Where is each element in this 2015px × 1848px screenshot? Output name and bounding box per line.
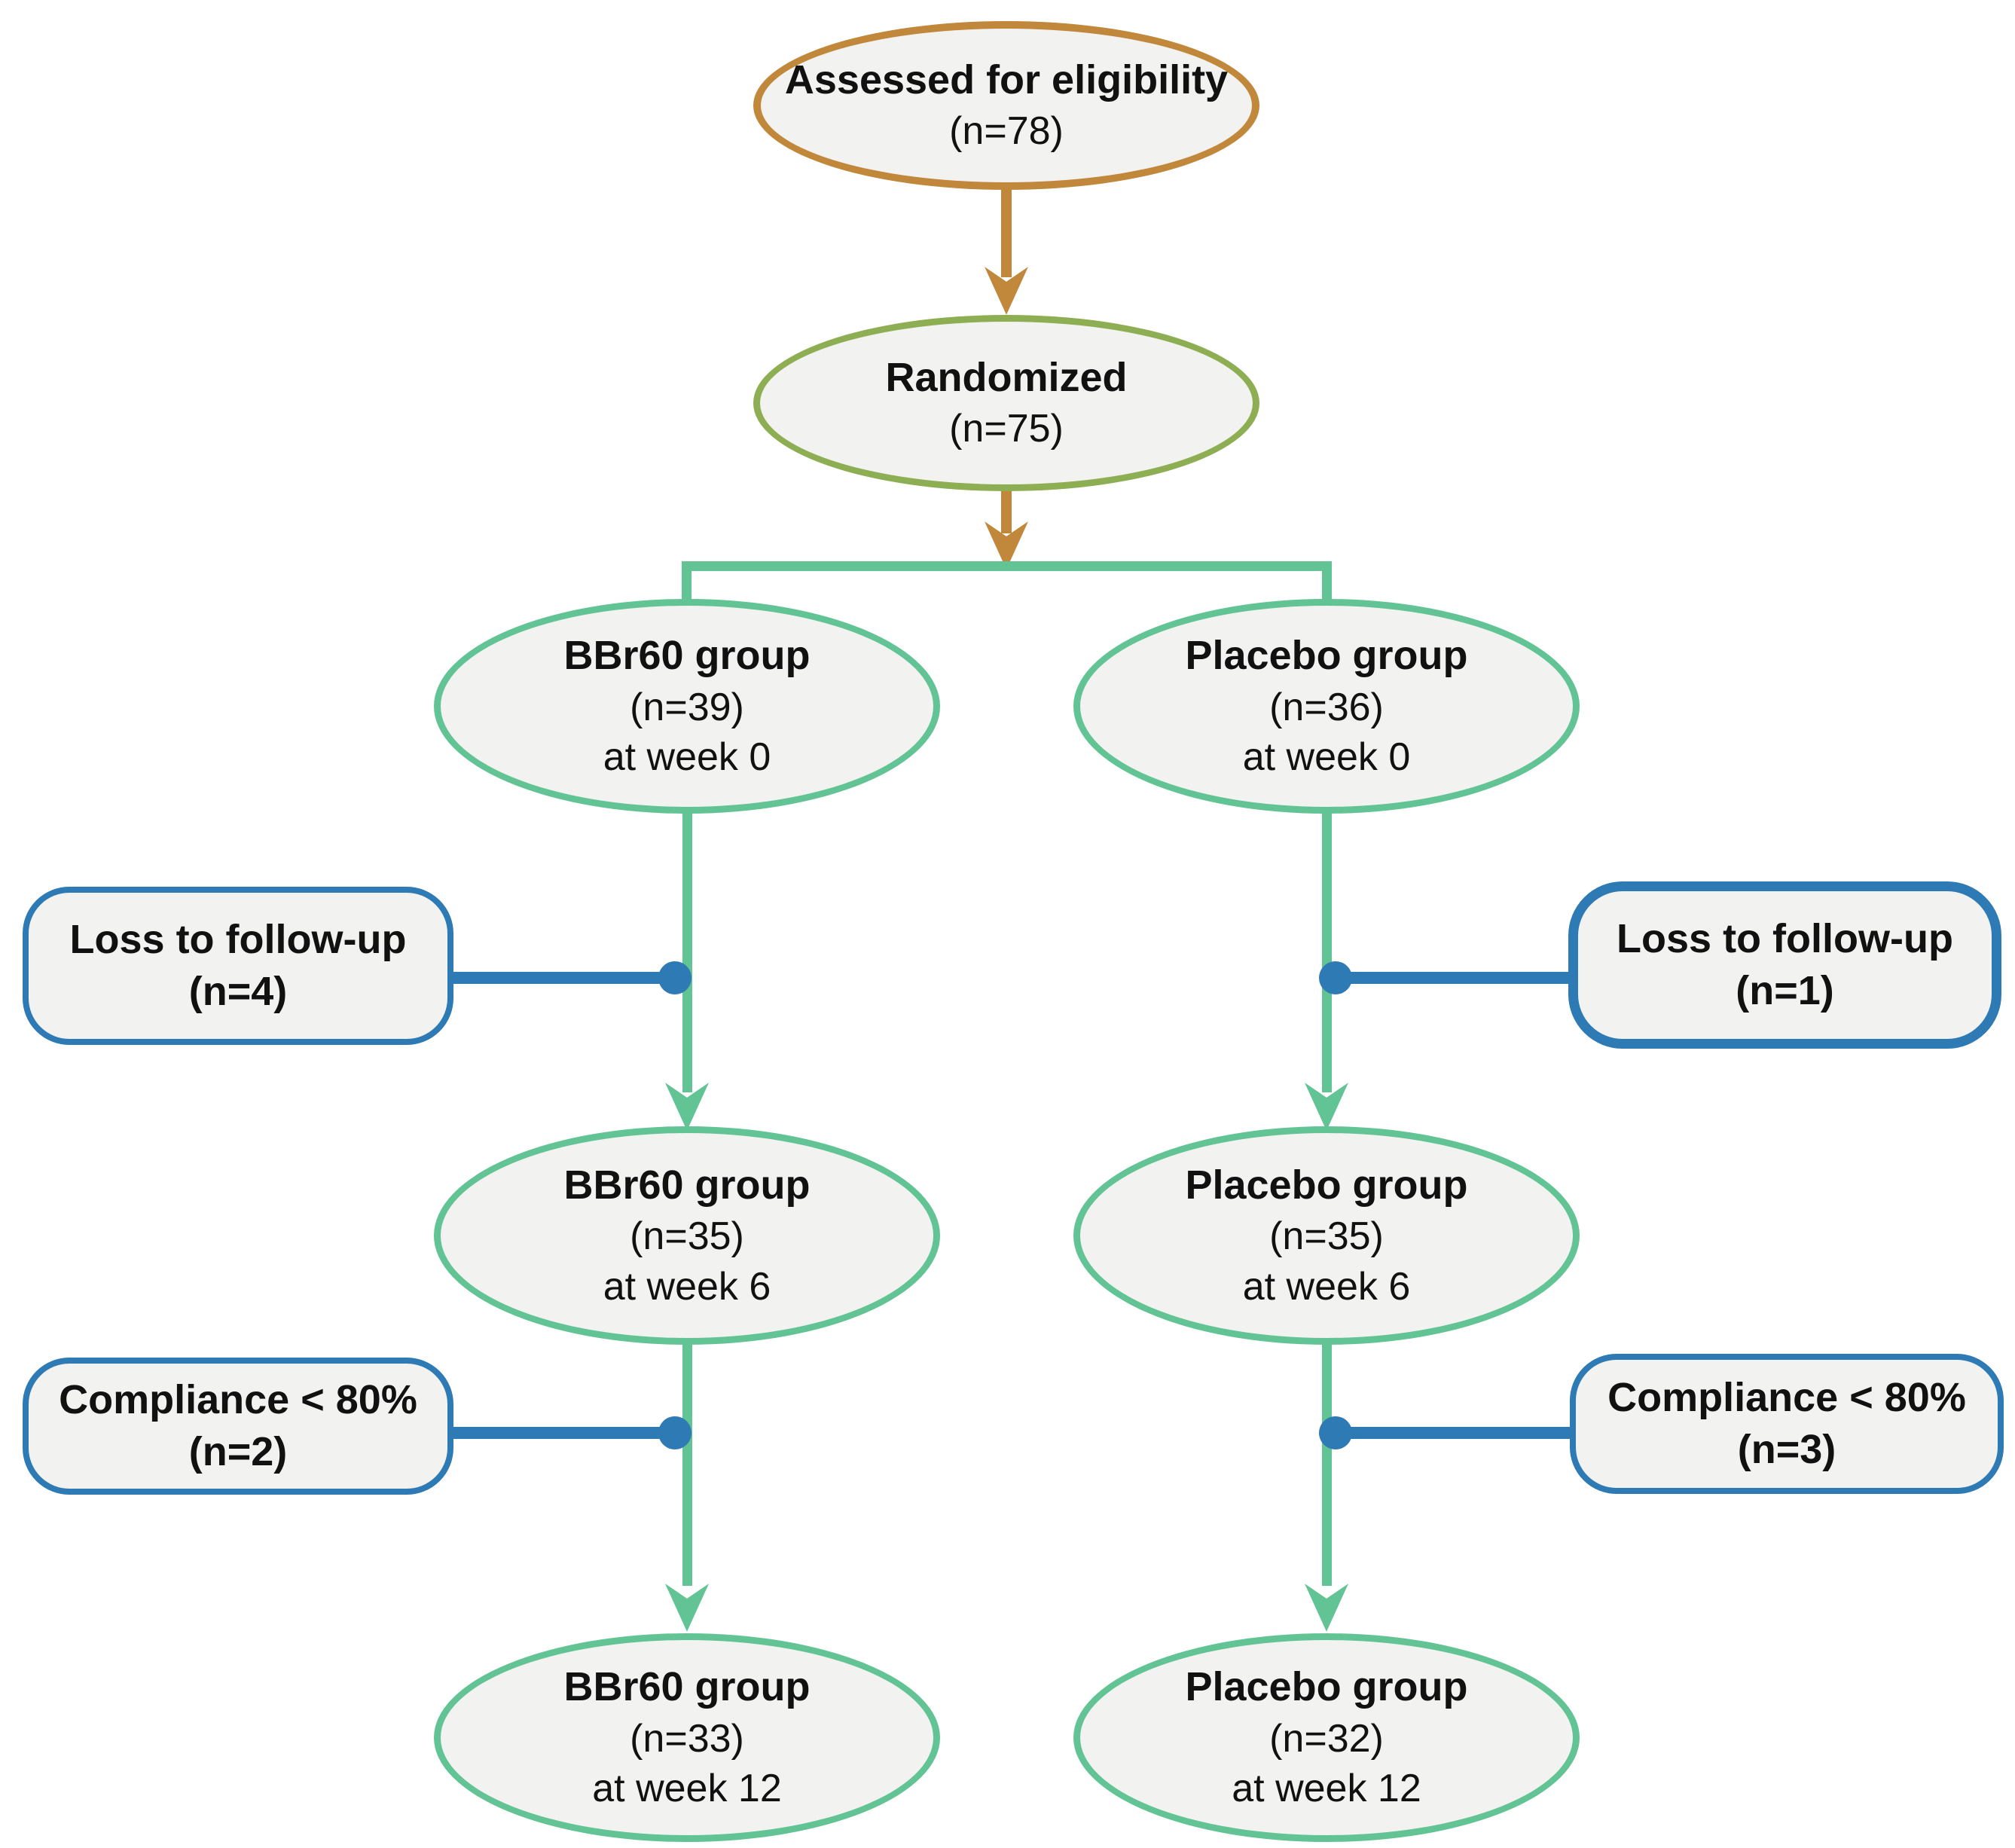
box-loss-right: Loss to follow-up (n=1) [1568,881,2001,1049]
box-loss-left-n: (n=4) [188,969,288,1014]
junction-dot-loss-left [658,961,692,994]
arrow-randomized-to-split-head-icon [985,521,1028,570]
node-bbr60-week6-n: (n=35) [630,1214,744,1258]
node-bbr60-week0-n: (n=39) [630,685,744,729]
node-placebo-week12-n: (n=32) [1269,1716,1384,1761]
node-placebo-week6: Placebo group (n=35) at week 6 [1073,1126,1580,1345]
node-placebo-week6-time: at week 6 [1242,1264,1411,1309]
line-bbr60-week0-to-week6 [682,811,692,1092]
line-placebo-week6-to-week12 [1322,1342,1332,1586]
node-assessed-title: Assessed for eligibility [784,57,1229,103]
box-loss-left: Loss to follow-up (n=4) [23,887,453,1045]
box-loss-right-title: Loss to follow-up [1617,915,1953,961]
node-bbr60-week12-title: BBr60 group [563,1664,811,1710]
node-placebo-week0-title: Placebo group [1185,633,1468,679]
box-compliance-left-title: Compliance < 80% [59,1376,417,1422]
split-stub-right [1322,561,1332,606]
node-randomized-title: Randomized [885,355,1128,401]
box-loss-left-title: Loss to follow-up [69,916,407,962]
box-compliance-right: Compliance < 80% (n=3) [1570,1354,2004,1494]
arrow-bbr60-week12-head-icon [665,1584,709,1632]
node-placebo-week12-title: Placebo group [1185,1664,1468,1710]
node-bbr60-week6-time: at week 6 [603,1264,771,1309]
arrow-placebo-week12-head-icon [1305,1584,1348,1632]
node-randomized-n: (n=75) [949,407,1064,451]
node-bbr60-week6-title: BBr60 group [563,1162,811,1208]
node-placebo-week12-time: at week 12 [1232,1767,1421,1811]
arrow-randomized-to-split-shaft [1001,488,1012,533]
box-loss-right-n: (n=1) [1736,968,1834,1013]
node-bbr60-week0-title: BBr60 group [563,633,811,679]
connector-compliance-right [1336,1427,1573,1439]
node-placebo-week0-n: (n=36) [1269,685,1384,729]
node-assessed-n: (n=78) [949,109,1064,154]
node-bbr60-week6: BBr60 group (n=35) at week 6 [434,1126,940,1345]
connector-compliance-left [450,1427,675,1439]
box-compliance-right-title: Compliance < 80% [1607,1374,1966,1420]
node-placebo-week0: Placebo group (n=36) at week 0 [1073,599,1580,814]
line-bbr60-week6-to-week12 [682,1342,692,1586]
node-placebo-week6-title: Placebo group [1185,1162,1468,1208]
arrow-bbr60-week6-head-icon [665,1083,709,1131]
node-randomized: Randomized (n=75) [753,315,1259,491]
node-placebo-week12: Placebo group (n=32) at week 12 [1073,1633,1580,1842]
split-stub-left [682,561,692,606]
node-placebo-week0-time: at week 0 [1242,735,1411,780]
arrow-assessed-to-randomized-shaft [1001,188,1012,277]
node-bbr60-week12-n: (n=33) [630,1716,744,1761]
node-bbr60-week0: BBr60 group (n=39) at week 0 [434,599,940,814]
arrow-assessed-to-randomized-head-icon [985,267,1028,315]
junction-dot-compliance-left [658,1416,692,1449]
connector-loss-right [1336,972,1573,984]
node-bbr60-week12: BBr60 group (n=33) at week 12 [434,1633,940,1842]
arrow-placebo-week6-head-icon [1305,1083,1348,1131]
split-bar [682,561,1332,571]
box-compliance-right-n: (n=3) [1737,1427,1836,1472]
line-placebo-week0-to-week6 [1322,811,1332,1092]
node-bbr60-week12-time: at week 12 [592,1767,782,1811]
box-compliance-left-n: (n=2) [188,1429,288,1474]
junction-dot-compliance-right [1319,1416,1352,1449]
junction-dot-loss-right [1319,961,1352,994]
node-assessed: Assessed for eligibility (n=78) [753,21,1259,190]
node-placebo-week6-n: (n=35) [1269,1214,1384,1258]
node-bbr60-week0-time: at week 0 [603,735,771,780]
box-compliance-left: Compliance < 80% (n=2) [23,1358,453,1495]
connector-loss-left [450,972,675,984]
